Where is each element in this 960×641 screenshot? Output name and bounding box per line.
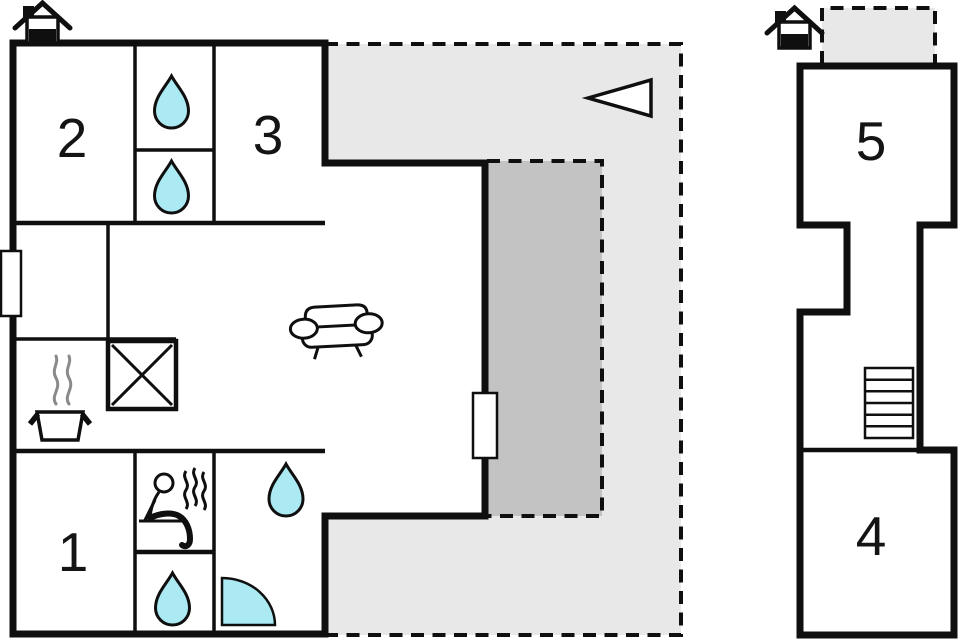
main-building-outline [9, 39, 489, 638]
cooking-pot-icon [27, 354, 93, 442]
annex-building-outline [796, 62, 958, 639]
balcony-area [822, 8, 935, 64]
sofa-icon [288, 303, 384, 360]
interior-walls-main [13, 220, 920, 555]
room-2-label: 2 [57, 107, 88, 169]
stove-hob-icon [105, 338, 179, 412]
shower-quarter-icon [220, 576, 277, 627]
door-icon [471, 391, 499, 460]
terrace-dashed-border [325, 42, 683, 637]
sauna-person-icon [139, 467, 207, 550]
room-3-label: 3 [253, 104, 284, 166]
patio-dashed-border [487, 159, 604, 518]
chimney-icon [15, 3, 70, 43]
north-arrow-icon [581, 77, 653, 119]
balcony-dashed-border [820, 6, 937, 64]
chimney-icon [767, 8, 822, 48]
patio-area [485, 161, 602, 516]
interior-walls-thin [13, 43, 216, 635]
window-icon [0, 249, 23, 318]
pot-steam [52, 354, 73, 406]
room-4-label: 4 [856, 505, 887, 567]
room-1-label: 1 [58, 521, 89, 583]
room-5-label: 5 [856, 110, 887, 172]
stairs-icon [863, 366, 915, 440]
sauna-steam [183, 467, 207, 511]
